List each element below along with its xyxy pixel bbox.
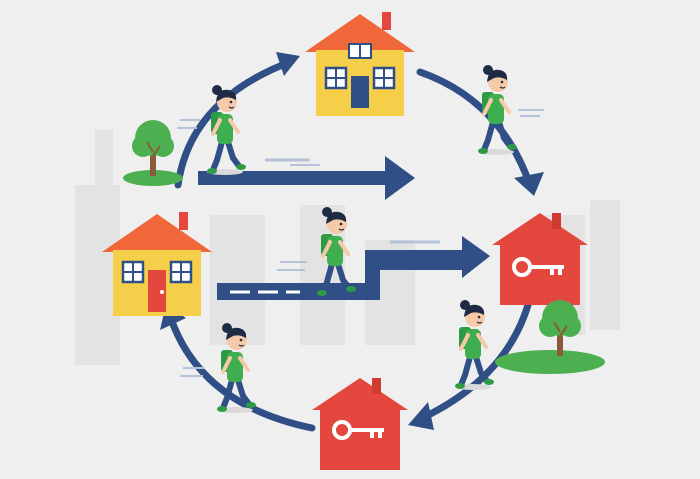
cycle-arrows [166,58,534,432]
tree-right [495,299,605,374]
stepped-arrow-middle [217,236,490,300]
tree-left [123,119,183,186]
arc-arrowheads [160,52,544,430]
character-top-left [177,85,246,175]
door [351,76,369,108]
character-center [277,207,356,296]
house-top [305,12,415,116]
character-bottom-right [455,300,494,390]
house-bottom [312,378,408,470]
arrowhead-right [514,172,544,196]
arrowhead-top [276,52,300,76]
arc-arrow-top-to-right [416,68,534,189]
character-bottom-left [180,323,256,413]
arrowhead-bottom [408,402,434,430]
door [148,270,166,312]
house-left [102,212,212,316]
character-top-right [478,65,544,155]
straight-arrow-upper [198,156,415,200]
arc-arrow-right-to-bottom [414,301,532,424]
arc-arrow-left-to-top [174,58,294,189]
book-icon [348,43,372,59]
arc-arrow-bottom-to-left [166,312,316,432]
